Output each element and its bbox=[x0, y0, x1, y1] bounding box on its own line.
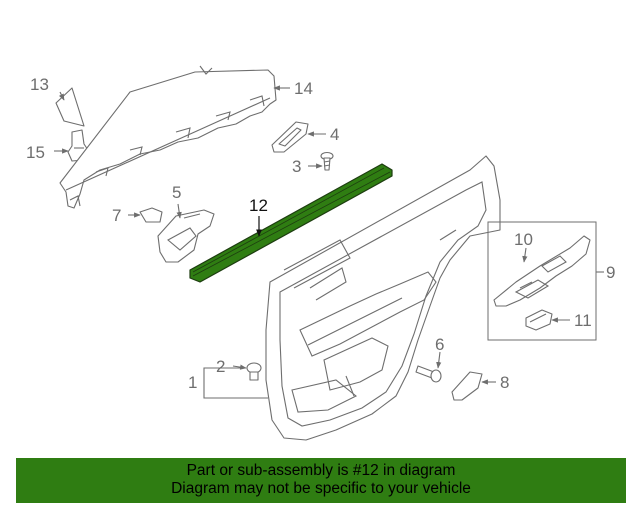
part-1-door-trim-panel[interactable] bbox=[265, 155, 501, 441]
part-8-cover[interactable] bbox=[451, 371, 483, 401]
part-13-corner-trim[interactable] bbox=[55, 87, 85, 127]
callout-11: 11 bbox=[574, 311, 592, 330]
part-9-switch-assembly-box bbox=[487, 221, 597, 341]
callout-2: 2 bbox=[216, 357, 225, 376]
callout-15: 15 bbox=[26, 143, 45, 162]
callout-7: 7 bbox=[112, 206, 121, 225]
banner-line-2: Diagram may not be specific to your vehi… bbox=[171, 480, 471, 497]
part-4-handle-bezel[interactable] bbox=[271, 121, 309, 153]
callout-8: 8 bbox=[500, 373, 509, 392]
callout-3: 3 bbox=[292, 157, 301, 176]
callout-1: 1 bbox=[188, 373, 197, 392]
callout-14: 14 bbox=[294, 79, 313, 98]
callout-6: 6 bbox=[435, 335, 444, 354]
part-11-switch[interactable] bbox=[525, 309, 553, 331]
callout-9: 9 bbox=[606, 263, 615, 282]
part-14-upper-trim-panel[interactable] bbox=[59, 65, 277, 209]
info-banner: Part or sub-assembly is #12 in diagram D… bbox=[16, 458, 626, 503]
parts-diagram: 13 15 14 4 3 5 7 12 2 1 6 8 10 9 11 bbox=[26, 65, 615, 441]
part-7-bracket[interactable] bbox=[139, 207, 163, 223]
callout-4: 4 bbox=[330, 125, 339, 144]
callout-12: 12 bbox=[249, 196, 268, 215]
callout-10: 10 bbox=[514, 230, 533, 249]
callout-5: 5 bbox=[172, 183, 181, 202]
banner-line-1: Part or sub-assembly is #12 in diagram bbox=[186, 462, 456, 479]
leader-lines bbox=[54, 85, 604, 399]
callout-13: 13 bbox=[30, 75, 49, 94]
part-10-switch-panel[interactable] bbox=[493, 235, 591, 307]
part-3-screw[interactable] bbox=[320, 151, 334, 171]
part-2-push-clip[interactable] bbox=[246, 362, 262, 381]
part-6-screw[interactable] bbox=[415, 365, 442, 383]
part-5-inner-handle[interactable] bbox=[157, 209, 215, 263]
part-12-weatherstrip[interactable] bbox=[189, 163, 393, 283]
